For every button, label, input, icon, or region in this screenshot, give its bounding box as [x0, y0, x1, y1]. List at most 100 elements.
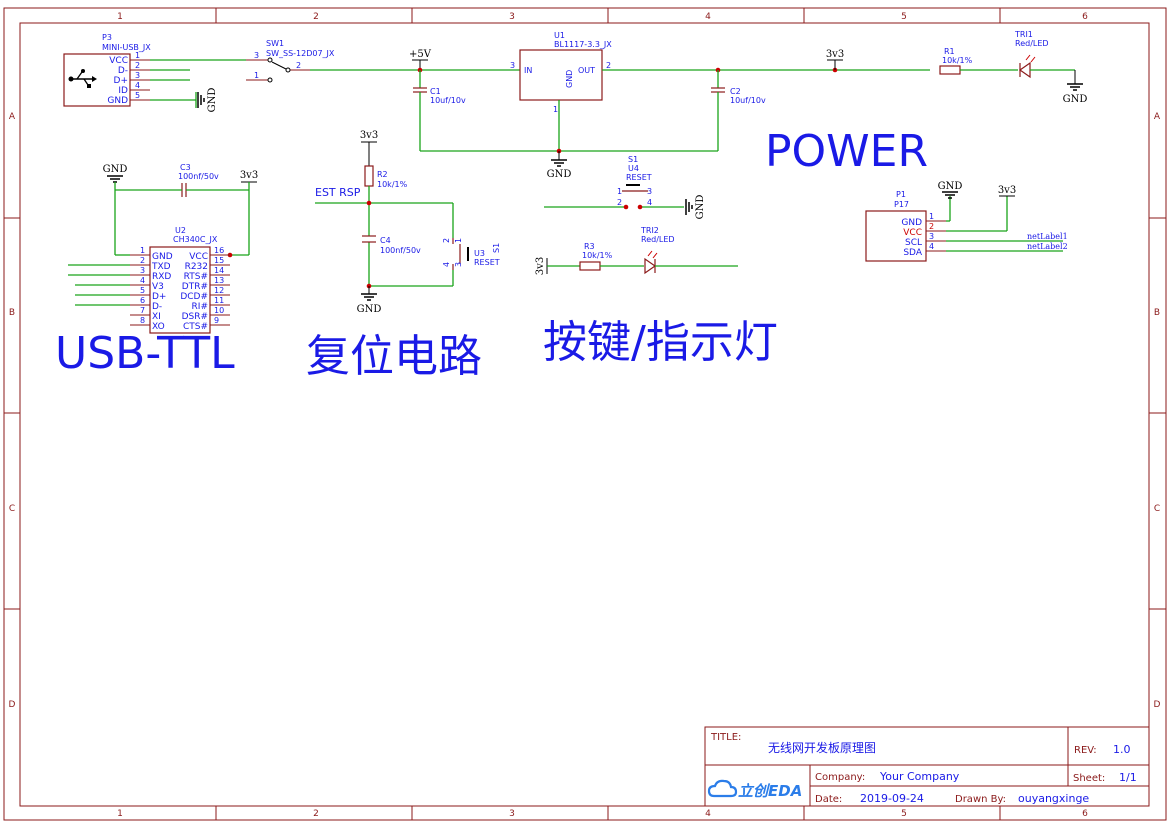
row-letter: A: [9, 112, 16, 122]
p1-pin-num: 3: [929, 232, 934, 241]
col-number: 6: [1082, 12, 1088, 22]
c4-capacitor[interactable]: C4 100nf/50v: [362, 235, 421, 255]
u2-pin-num: 15: [214, 256, 224, 265]
c1-ref: C1: [430, 87, 441, 96]
u2-pin-num: 7: [140, 306, 145, 315]
u1-pin-out: OUT: [578, 66, 595, 75]
sheet-title: 无线网开发板原理图: [768, 740, 876, 755]
gnd-label: GND: [207, 88, 218, 113]
u2-ch340c-chip[interactable]: U2 CH340C_JX GND TXD RXD V3 D+ D- XI XO …: [130, 226, 230, 334]
u2-pin-num: 11: [214, 296, 224, 305]
u2-pin-name: RI#: [192, 302, 208, 312]
company-label: Company:: [815, 772, 865, 783]
usb-icon: [68, 69, 97, 88]
gnd-label: GND: [695, 195, 706, 220]
p3-pin-num: 5: [135, 91, 140, 100]
c3-ref: C3: [180, 163, 191, 172]
c2-value: 10uf/10v: [730, 96, 766, 105]
u1-pin-num: 2: [606, 61, 611, 70]
net-3v3-reset: 3v3: [360, 130, 378, 166]
p1-header-connector[interactable]: P1 P17 GND VCC SCL SDA 1 2 3 4: [865, 190, 946, 262]
p1-pin-num: 4: [929, 242, 934, 251]
drawn-by-label: Drawn By:: [955, 794, 1006, 805]
col-number: 5: [901, 809, 907, 819]
u2-pin-num: 8: [140, 316, 145, 325]
u2-pin-name: DSR#: [182, 312, 208, 322]
u1-ref: U1: [554, 31, 565, 40]
u2-pin-num: 4: [140, 276, 145, 285]
r1-ref: R1: [944, 47, 955, 56]
u1-ldo-regulator[interactable]: U1 BL1117-3.3_JX IN OUT GND 3 2 1: [510, 31, 612, 114]
c3-wires: [114, 182, 250, 258]
p3-pin-name: D-: [118, 66, 128, 76]
s1-ref2: U4: [628, 164, 639, 173]
3v3-label: 3v3: [240, 170, 258, 181]
usb-ttl-section-title: USB-TTL: [55, 328, 235, 379]
gnd-symbol-tri1: GND: [1063, 70, 1087, 105]
u2-ref: U2: [175, 226, 186, 235]
p3-pin-name: GND: [107, 96, 128, 106]
gnd-symbol-p1: GND: [938, 181, 962, 199]
power-section-title: POWER: [765, 126, 928, 177]
company-value: Your Company: [879, 770, 960, 783]
col-number: 4: [705, 12, 711, 22]
col-number: 4: [705, 809, 711, 819]
c4-value: 100nf/50v: [380, 246, 421, 255]
r2-value: 10k/1%: [377, 180, 408, 189]
date-label: Date:: [815, 794, 842, 805]
u2-left-pins: GND TXD RXD V3 D+ D- XI XO 1 2 3 4 5 6 7…: [130, 246, 173, 332]
c2-capacitor[interactable]: C2 10uf/10v: [711, 70, 766, 151]
u2-pin-name: DCD#: [180, 292, 208, 302]
p3-pin-name: ID: [118, 86, 128, 96]
c1-capacitor[interactable]: C1 10uf/10v: [413, 70, 466, 151]
gnd-label: GND: [357, 304, 382, 315]
row-letter: A: [1154, 112, 1161, 122]
p3-mini-usb-connector[interactable]: P3 MINI-USB_JX VCC D- D+ ID GND 1 2 3 4 …: [63, 33, 151, 107]
lceda-logo: 立创EDA: [707, 779, 802, 800]
5v-label: +5V: [409, 49, 432, 60]
c3-capacitor[interactable]: C3 100nf/50v: [178, 163, 219, 197]
col-number: 3: [509, 809, 515, 819]
p1-pin-name: GND: [901, 218, 922, 228]
s1-push-button[interactable]: S1 U4 RESET 1 2 3 4: [617, 155, 652, 207]
net-5v: +5V: [409, 49, 432, 73]
p1-pin-num: 1: [929, 212, 934, 221]
tri1-value: Red/LED: [1015, 39, 1049, 48]
p1-ref: P1: [896, 190, 906, 199]
s1-ref: S1: [628, 155, 638, 164]
u3-ref2: S1: [492, 243, 501, 253]
s1-pin-num: 3: [647, 187, 652, 196]
u2-name: CH340C_JX: [173, 235, 218, 244]
u3-pin-num: 2: [442, 238, 451, 243]
u2-right-pins: VCC R232 RTS# DTR# DCD# RI# DSR# CTS# 16…: [180, 246, 230, 332]
3v3-label: 3v3: [360, 130, 378, 141]
gnd-symbol-c3: GND: [103, 164, 127, 183]
r2-resistor[interactable]: R2 10k/1%: [364, 165, 408, 189]
col-number: 2: [313, 809, 319, 819]
sw1-pin-num: 3: [254, 51, 259, 60]
sw1-ref: SW1: [266, 39, 284, 48]
p3-ref: P3: [102, 33, 112, 42]
rev-value: 1.0: [1113, 743, 1131, 756]
reset-wires: [315, 186, 454, 289]
p3-pin-num: 1: [135, 51, 140, 60]
u2-pin-name: GND: [152, 252, 173, 262]
netlabel2-label: netLabel2: [1027, 242, 1068, 251]
u2-pin-name: XO: [152, 322, 165, 332]
u2-pin-name: RTS#: [184, 272, 208, 282]
reset-section-title: 复位电路: [306, 331, 482, 382]
p1-pin-name: SDA: [903, 248, 922, 258]
u2-pin-num: 12: [214, 286, 224, 295]
u2-pin-name: V3: [152, 282, 164, 292]
u2-signal-wires: [68, 264, 130, 306]
c4-ref: C4: [380, 236, 391, 245]
u2-pin-num: 14: [214, 266, 224, 275]
sheet-border: 1 2 3 4 5 6 1 2 3 4 5 6 A B C D A B C D: [3, 7, 1167, 821]
u3-reset-button[interactable]: 2 1 4 3 U3 S1 RESET: [442, 238, 501, 270]
sw1-slide-switch[interactable]: SW1 SW_SS-12D07_JX 3 1 2: [246, 39, 335, 83]
col-number: 1: [117, 809, 123, 819]
p1-pin-num: 2: [929, 222, 934, 231]
u3-name: RESET: [474, 258, 500, 267]
gnd-label: GND: [547, 169, 572, 180]
